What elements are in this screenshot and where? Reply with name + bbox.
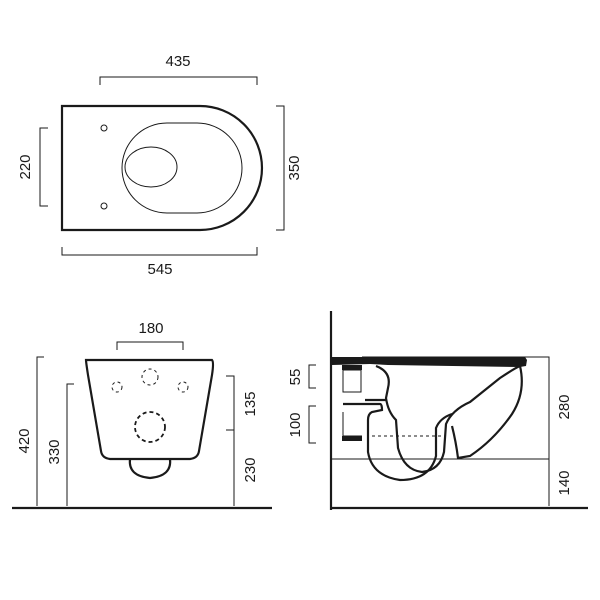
dim-180: 180 xyxy=(116,320,184,350)
dim-140-label: 140 xyxy=(556,470,573,495)
front-view-outlet xyxy=(134,411,166,443)
dim-100-label: 100 xyxy=(287,412,304,437)
dim-545-label: 545 xyxy=(147,261,172,278)
side-view-upper-port xyxy=(342,365,362,370)
dim-135: 135 xyxy=(226,375,259,431)
side-view-upper-port-body xyxy=(342,369,362,393)
dim-420: 420 xyxy=(16,356,44,506)
dim-100: 100 xyxy=(287,405,316,444)
dim-135-label: 135 xyxy=(242,391,259,416)
top-view-bowl-opening xyxy=(124,146,178,188)
side-view-bowl-front xyxy=(450,365,523,460)
dim-55-label: 55 xyxy=(287,369,304,386)
dim-230-label: 230 xyxy=(242,457,259,482)
dim-280: 280 xyxy=(540,356,573,460)
front-view-fixing-top xyxy=(141,368,159,386)
dim-350-label: 350 xyxy=(286,155,303,180)
dim-435-label: 435 xyxy=(165,53,190,70)
top-view-outline xyxy=(60,104,264,232)
top-view-rim xyxy=(121,122,243,214)
dim-280-label: 280 xyxy=(556,394,573,419)
side-view-trap-outer xyxy=(375,364,521,474)
side-view-outlet-line xyxy=(343,402,453,482)
side-view-lower-port-body xyxy=(342,412,362,437)
front-view: 180 420 330 135 230 xyxy=(12,320,272,510)
top-view-fixing-hole-upper xyxy=(100,124,108,132)
dim-220-label: 220 xyxy=(17,154,34,179)
dim-420-label: 420 xyxy=(16,428,33,453)
top-view: 435 545 220 350 xyxy=(17,53,303,278)
side-view-rim-top xyxy=(332,357,527,367)
dim-330-label: 330 xyxy=(46,439,63,464)
dim-435: 435 xyxy=(99,53,258,85)
dim-180-label: 180 xyxy=(138,320,163,337)
dim-545: 545 xyxy=(61,247,258,278)
dim-220: 220 xyxy=(17,127,48,207)
top-view-fixing-hole-lower xyxy=(100,202,108,210)
dim-140: 140 xyxy=(548,459,573,506)
front-view-fixing-left xyxy=(111,381,123,393)
front-view-fixing-right xyxy=(177,381,189,393)
side-view: 55 100 280 140 xyxy=(287,311,588,510)
side-view-lower-port xyxy=(342,436,362,441)
dim-230: 230 xyxy=(233,430,259,506)
dim-350: 350 xyxy=(276,105,303,231)
dim-330: 330 xyxy=(46,383,74,506)
dim-55: 55 xyxy=(287,364,316,389)
front-view-spigot xyxy=(128,458,172,480)
front-view-body xyxy=(84,358,215,461)
